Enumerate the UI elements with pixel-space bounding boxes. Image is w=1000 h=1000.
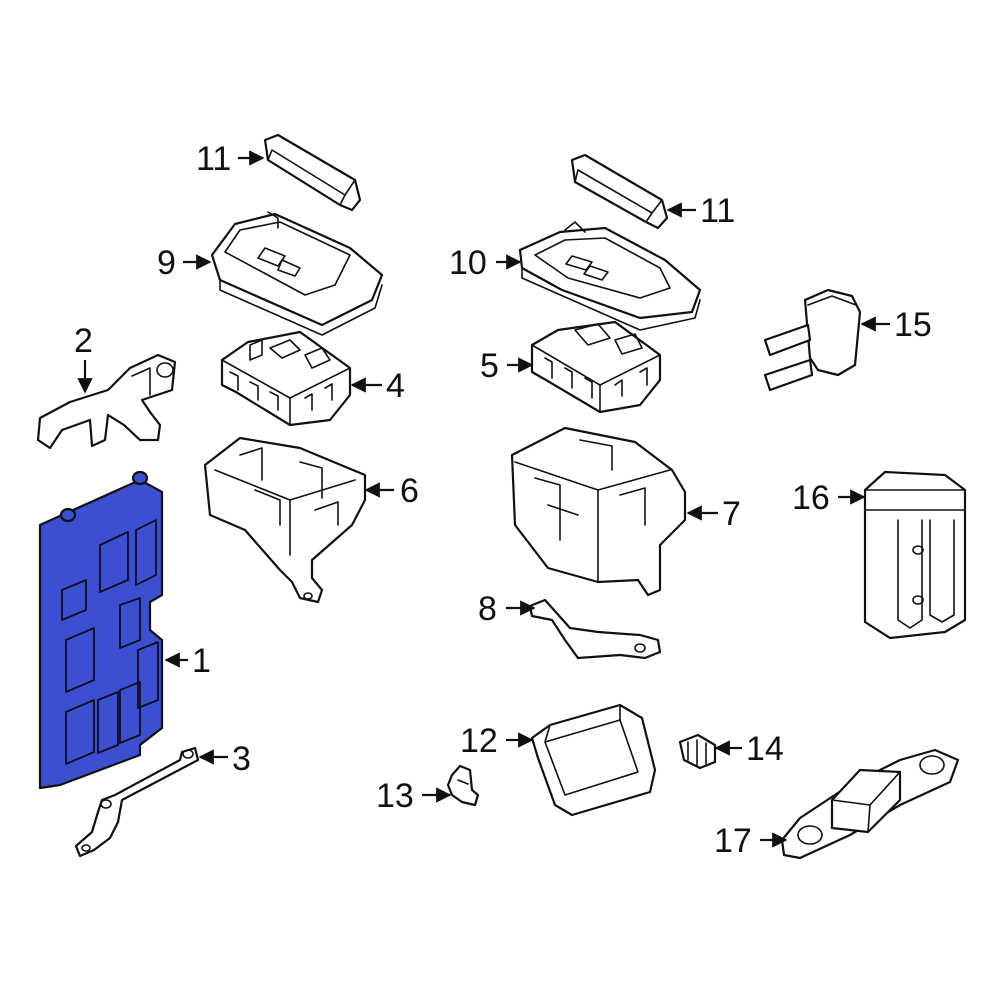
callout-17[interactable]: 17 — [714, 822, 752, 860]
callout-2[interactable]: 2 — [74, 322, 93, 360]
part-2-bracket[interactable] — [36, 353, 177, 450]
callout-8[interactable]: 8 — [478, 590, 497, 628]
callout-4[interactable]: 4 — [386, 367, 405, 405]
callout-3[interactable]: 3 — [232, 740, 251, 778]
part-5-fuse-block[interactable] — [530, 320, 662, 414]
callout-11-right[interactable]: 11 — [700, 192, 735, 230]
part-7-housing[interactable] — [510, 426, 687, 597]
callout-16[interactable]: 16 — [792, 479, 830, 517]
part-15-relay[interactable] — [763, 288, 862, 392]
callout-12[interactable]: 12 — [460, 722, 498, 760]
part-11-cover-strip-left[interactable] — [263, 133, 362, 212]
callout-labels: 1 2 3 4 5 6 7 8 9 10 11 11 12 13 14 15 1… — [74, 140, 932, 860]
part-13-clip[interactable] — [446, 764, 480, 807]
part-3-strap-bracket[interactable] — [74, 746, 200, 858]
callout-11-left[interactable]: 11 — [196, 140, 231, 178]
callout-9[interactable]: 9 — [157, 244, 176, 282]
callout-5[interactable]: 5 — [480, 347, 499, 385]
callout-13[interactable]: 13 — [376, 777, 414, 815]
callout-15[interactable]: 15 — [894, 306, 932, 344]
part-9-cover[interactable] — [210, 211, 384, 336]
part-11-cover-strip-right[interactable] — [570, 153, 669, 230]
callout-leaders — [77, 150, 890, 848]
part-16-relay-cover[interactable] — [863, 470, 967, 640]
callout-1[interactable]: 1 — [192, 642, 211, 680]
part-14-connector[interactable] — [678, 733, 717, 770]
part-12-module[interactable] — [530, 703, 657, 817]
callout-10[interactable]: 10 — [449, 244, 487, 282]
part-1-control-module[interactable] — [38, 470, 164, 790]
part-17-fuse-link[interactable] — [780, 748, 960, 860]
callout-6[interactable]: 6 — [400, 472, 419, 510]
part-4-fuse-block[interactable] — [220, 330, 352, 427]
part-6-housing[interactable] — [203, 436, 367, 604]
part-8-bracket[interactable] — [528, 598, 662, 660]
callout-7[interactable]: 7 — [722, 495, 741, 533]
callout-14[interactable]: 14 — [746, 730, 784, 768]
part-10-cover[interactable] — [518, 221, 702, 331]
